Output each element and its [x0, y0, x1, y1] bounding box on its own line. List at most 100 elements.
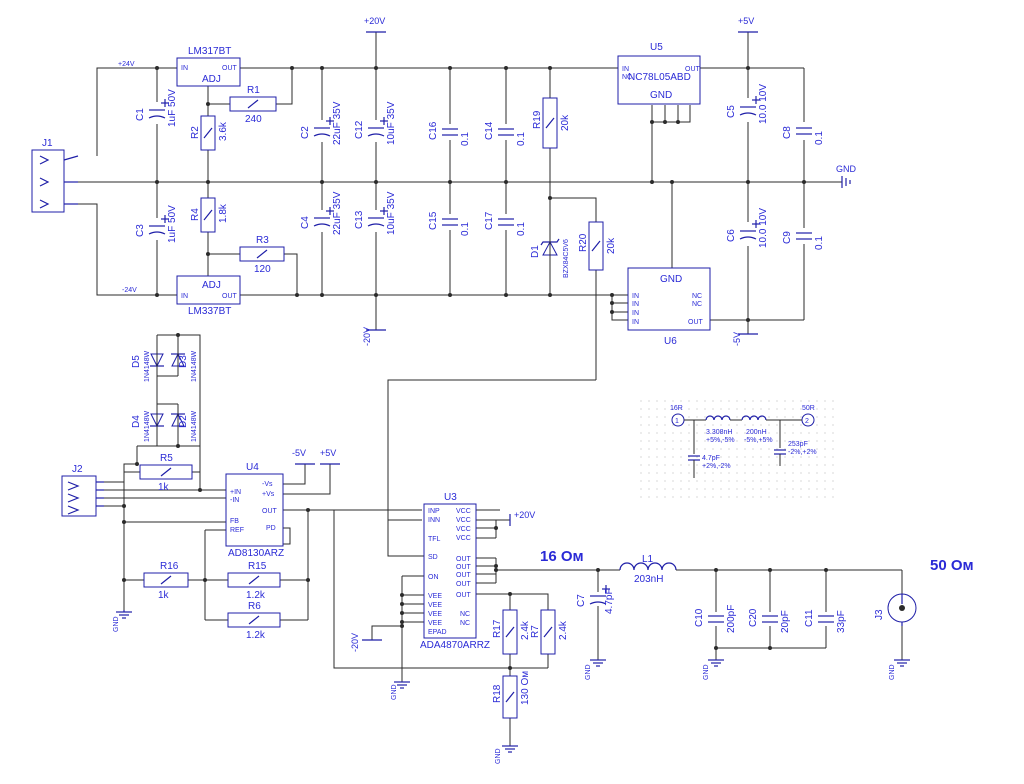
svg-text:OUT: OUT	[456, 572, 472, 579]
svg-text:+Vs: +Vs	[262, 491, 275, 498]
net-label-gnd: GND	[836, 164, 857, 174]
svg-text:IN: IN	[181, 293, 188, 300]
filter-inset: 1 2 16R 50R 3.308nH +5%,-5% 200nH -5%,+5…	[636, 398, 836, 502]
svg-text:NC: NC	[692, 293, 702, 300]
svg-text:0.1: 0.1	[516, 222, 527, 236]
ic-lm337[interactable]: IN OUT ADJ LM337BT	[176, 275, 241, 317]
svg-text:VEE: VEE	[428, 602, 442, 609]
connector-j2[interactable]: J2	[61, 464, 104, 517]
ic-u3[interactable]: INP INN TFL SD ON VEE VEE VEE VEE EPAD V…	[420, 492, 490, 651]
svg-text:INP: INP	[428, 508, 440, 515]
u4-part: AD8130ARZ	[228, 548, 284, 559]
svg-text:GND: GND	[495, 748, 502, 764]
svg-text:R7: R7	[530, 625, 541, 638]
u3-part: ADA4870ARRZ	[420, 640, 490, 651]
svg-text:C11: C11	[804, 609, 815, 627]
net-label-m20: -20V	[362, 327, 372, 346]
svg-text:200pF: 200pF	[726, 605, 737, 633]
ic-lm317[interactable]: IN OUT ADJ LM317BT	[176, 46, 241, 87]
svg-text:R17: R17	[492, 619, 503, 638]
svg-text:C5: C5	[726, 105, 737, 118]
ground-symbols: GND GND GND GND GND GND	[113, 610, 910, 764]
label-16-ohm: 16 Ом	[540, 548, 584, 565]
net-label-m5: -5V	[732, 332, 742, 346]
svg-text:0.1: 0.1	[814, 236, 825, 250]
svg-text:1N4148W: 1N4148W	[191, 350, 198, 382]
svg-text:EPAD: EPAD	[428, 629, 447, 636]
lm317-label: LM317BT	[188, 46, 231, 57]
svg-text:D5: D5	[131, 355, 142, 368]
ic-u6[interactable]: GND IN IN IN IN NC NC OUT U6	[627, 267, 711, 347]
svg-text:ADJ: ADJ	[202, 74, 221, 85]
svg-text:R18: R18	[492, 684, 503, 703]
r6-component[interactable]: R61.2k	[227, 601, 281, 641]
svg-text:TFL: TFL	[428, 536, 441, 543]
svg-text:R1: R1	[247, 85, 260, 96]
svg-text:C13: C13	[354, 210, 365, 229]
svg-text:C16: C16	[428, 121, 439, 140]
svg-text:OUT: OUT	[456, 592, 472, 599]
svg-text:D1: D1	[530, 245, 541, 258]
inductor-l1[interactable]: L1 203nH	[619, 554, 678, 585]
svg-text:22uF 35V: 22uF 35V	[332, 191, 343, 235]
svg-text:VCC: VCC	[456, 517, 471, 524]
svg-text:ADJ: ADJ	[202, 280, 221, 291]
svg-text:L1: L1	[642, 554, 654, 565]
r1-component[interactable]: R1 240	[229, 85, 277, 125]
net-label-p20b: +20V	[514, 510, 535, 520]
junctions	[122, 66, 828, 670]
connector-j1[interactable]: J1	[31, 138, 79, 213]
svg-text:22uF 35V: 22uF 35V	[332, 101, 343, 145]
svg-text:20pF: 20pF	[780, 610, 791, 633]
ic-u4[interactable]: +IN -IN FB REF -Vs +Vs OUT PD U4 AD8130A…	[225, 462, 284, 559]
svg-text:1.2k: 1.2k	[246, 630, 266, 641]
ic-u5[interactable]: IN NC OUT NC78L05ABD GND U5	[617, 42, 701, 105]
j3-ref: J3	[874, 609, 885, 620]
svg-text:240: 240	[245, 114, 262, 125]
c4-component[interactable]: C4 22uF 35V	[300, 191, 343, 235]
svg-text:OUT: OUT	[456, 564, 472, 571]
svg-text:VCC: VCC	[456, 508, 471, 515]
svg-text:GND: GND	[113, 616, 120, 632]
svg-text:SD: SD	[428, 554, 438, 561]
svg-text:1: 1	[675, 418, 679, 425]
svg-text:C4: C4	[300, 216, 311, 229]
svg-text:OUT: OUT	[222, 293, 238, 300]
connector-j3[interactable]: J3	[874, 593, 917, 626]
svg-text:GND: GND	[703, 664, 710, 680]
